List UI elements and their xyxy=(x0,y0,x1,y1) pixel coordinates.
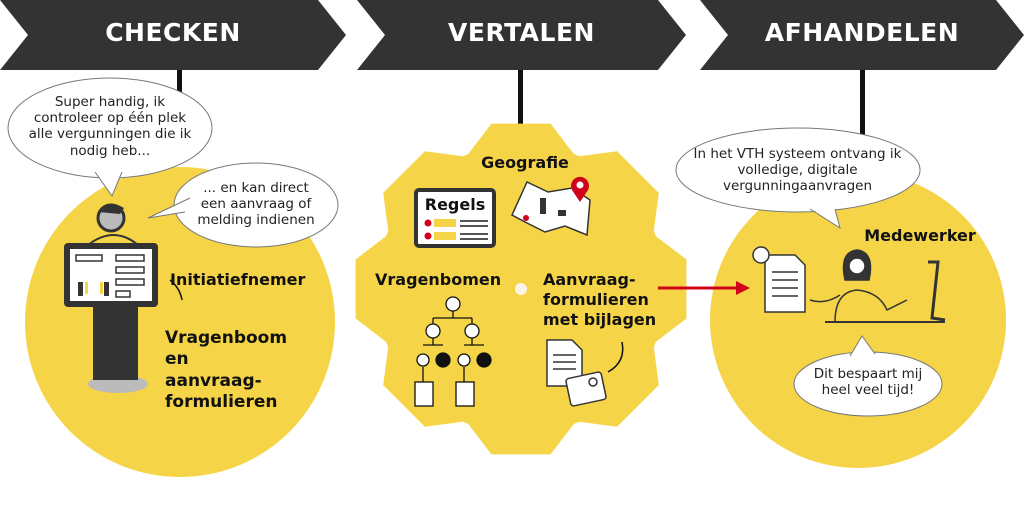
banner-checken xyxy=(0,0,346,70)
step-title-afhandelen: AFHANDELEN xyxy=(764,18,960,47)
gear-hub xyxy=(515,283,527,295)
banner-afhandelen xyxy=(700,0,1024,70)
arrow-head xyxy=(736,281,750,295)
map-icon xyxy=(511,176,591,237)
regels-label: Regels xyxy=(424,195,486,214)
role-label: Initiatiefnemer xyxy=(170,270,306,289)
vragenbomen-label: Vragenbomen xyxy=(375,270,502,289)
formulieren-label: Aanvraag-formulieren met bijlagen xyxy=(543,270,657,329)
connector-line xyxy=(177,70,182,105)
decision-tree-icon xyxy=(414,296,492,407)
medewerker-figure xyxy=(752,246,946,323)
geografie-label: Geografie xyxy=(481,153,569,172)
bubble-text: Super handig, ik controleer op één plek … xyxy=(28,94,192,159)
bubble-text: Dit bespaart mij heel veel tijd! xyxy=(813,366,923,399)
bubble-text: ... en kan direct een aanvraag of meldin… xyxy=(197,180,315,229)
step-title-checken: CHECKEN xyxy=(105,18,241,47)
role-label: Medewerker xyxy=(864,226,976,245)
regels-icon xyxy=(414,188,496,248)
afhandelen-circle xyxy=(710,172,1006,468)
checken-label: Vragenboom en aanvraag-formulieren xyxy=(165,328,288,412)
step-title-vertalen: VERTALEN xyxy=(448,18,595,47)
initiatiefnemer-figure xyxy=(64,203,183,393)
form-attachment-icon xyxy=(546,339,624,407)
connector-line xyxy=(518,70,523,132)
connector-line xyxy=(860,70,865,148)
bubble-text: In het VTH systeem ontvang ik volledige,… xyxy=(693,146,902,195)
banner-vertalen xyxy=(357,0,686,70)
speech-bubble xyxy=(7,77,943,417)
